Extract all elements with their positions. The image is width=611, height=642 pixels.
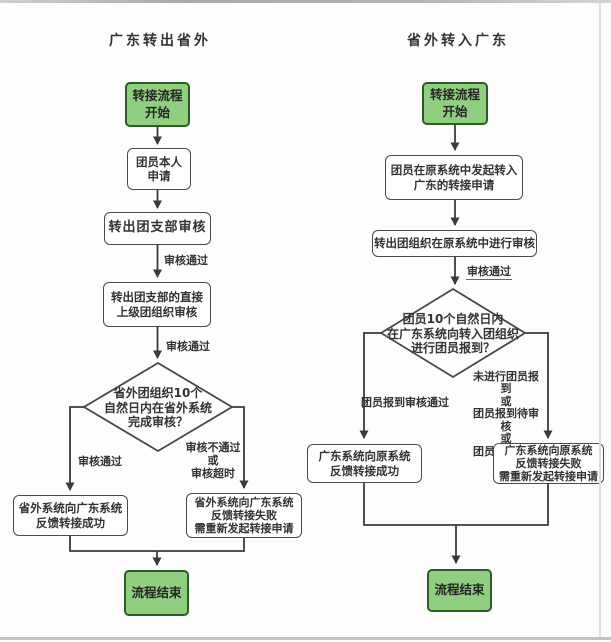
left-edge-label-yes: 审核通过: [78, 455, 122, 468]
right-flow-title: 省外转入广东: [407, 33, 509, 49]
right-yes-branch: [359, 332, 381, 439]
left-member-apply-node: 团员本人 申请: [127, 148, 191, 190]
left-edge-label-no: 审核不通过 或 审核超时: [185, 441, 241, 481]
left-decision-diamond: [82, 361, 234, 453]
right-edge-label-yes: 团员报到审核通过: [361, 396, 449, 409]
right-decision-diamond: [379, 287, 527, 379]
right-origin-review-node: 转出团组织在原系统中进行审核: [372, 230, 537, 257]
right-no-branch: [525, 332, 553, 439]
left-fail-node: 省外系统向广东系统 反馈转接失败 需重新发起转接申请: [186, 493, 302, 538]
left-upper-review-node: 转出团支部的直接 上级团组织审核: [103, 282, 211, 327]
right-join-line: [363, 483, 549, 526]
right-decision-text: 团员10个自然日内 在广东系统向转入团组织 进行团员报到？: [386, 312, 519, 356]
right-edge-label-review-pass: 审核通过: [466, 265, 512, 281]
left-join-line: [69, 536, 245, 552]
left-success-node: 省外系统向广东系统 反馈转接成功: [13, 495, 128, 536]
left-branch-review-node: 转出团支部审核: [104, 212, 211, 245]
page-right-edge: [599, 3, 601, 637]
left-no-branch: [232, 406, 249, 489]
left-edge-label-review-pass-1: 审核通过: [164, 254, 208, 267]
page-bottom-edge: [0, 637, 611, 640]
left-yes-branch: [65, 406, 84, 491]
right-success-node: 广东系统向原系统 反馈转接成功: [307, 444, 422, 483]
right-member-initiate-node: 团员在原系统中发起转入 广东的转接申请: [385, 155, 523, 200]
left-start-node: 转接流程 开始: [125, 82, 190, 127]
right-start-node: 转接流程 开始: [422, 82, 488, 125]
page-top-edge: [0, 0, 611, 3]
right-fail-node: 广东系统向原系统 反馈转接失败 需重新发起转接申请: [493, 443, 604, 484]
left-decision-text: 省外团组织10个 自然日内在省外系统 完成审核？: [103, 386, 212, 430]
left-edge-label-review-pass-2: 审核通过: [166, 340, 210, 353]
left-flow-title: 广东转出省外: [109, 33, 211, 49]
left-end-node: 流程结束: [124, 570, 189, 616]
right-end-node: 流程结束: [427, 569, 492, 612]
